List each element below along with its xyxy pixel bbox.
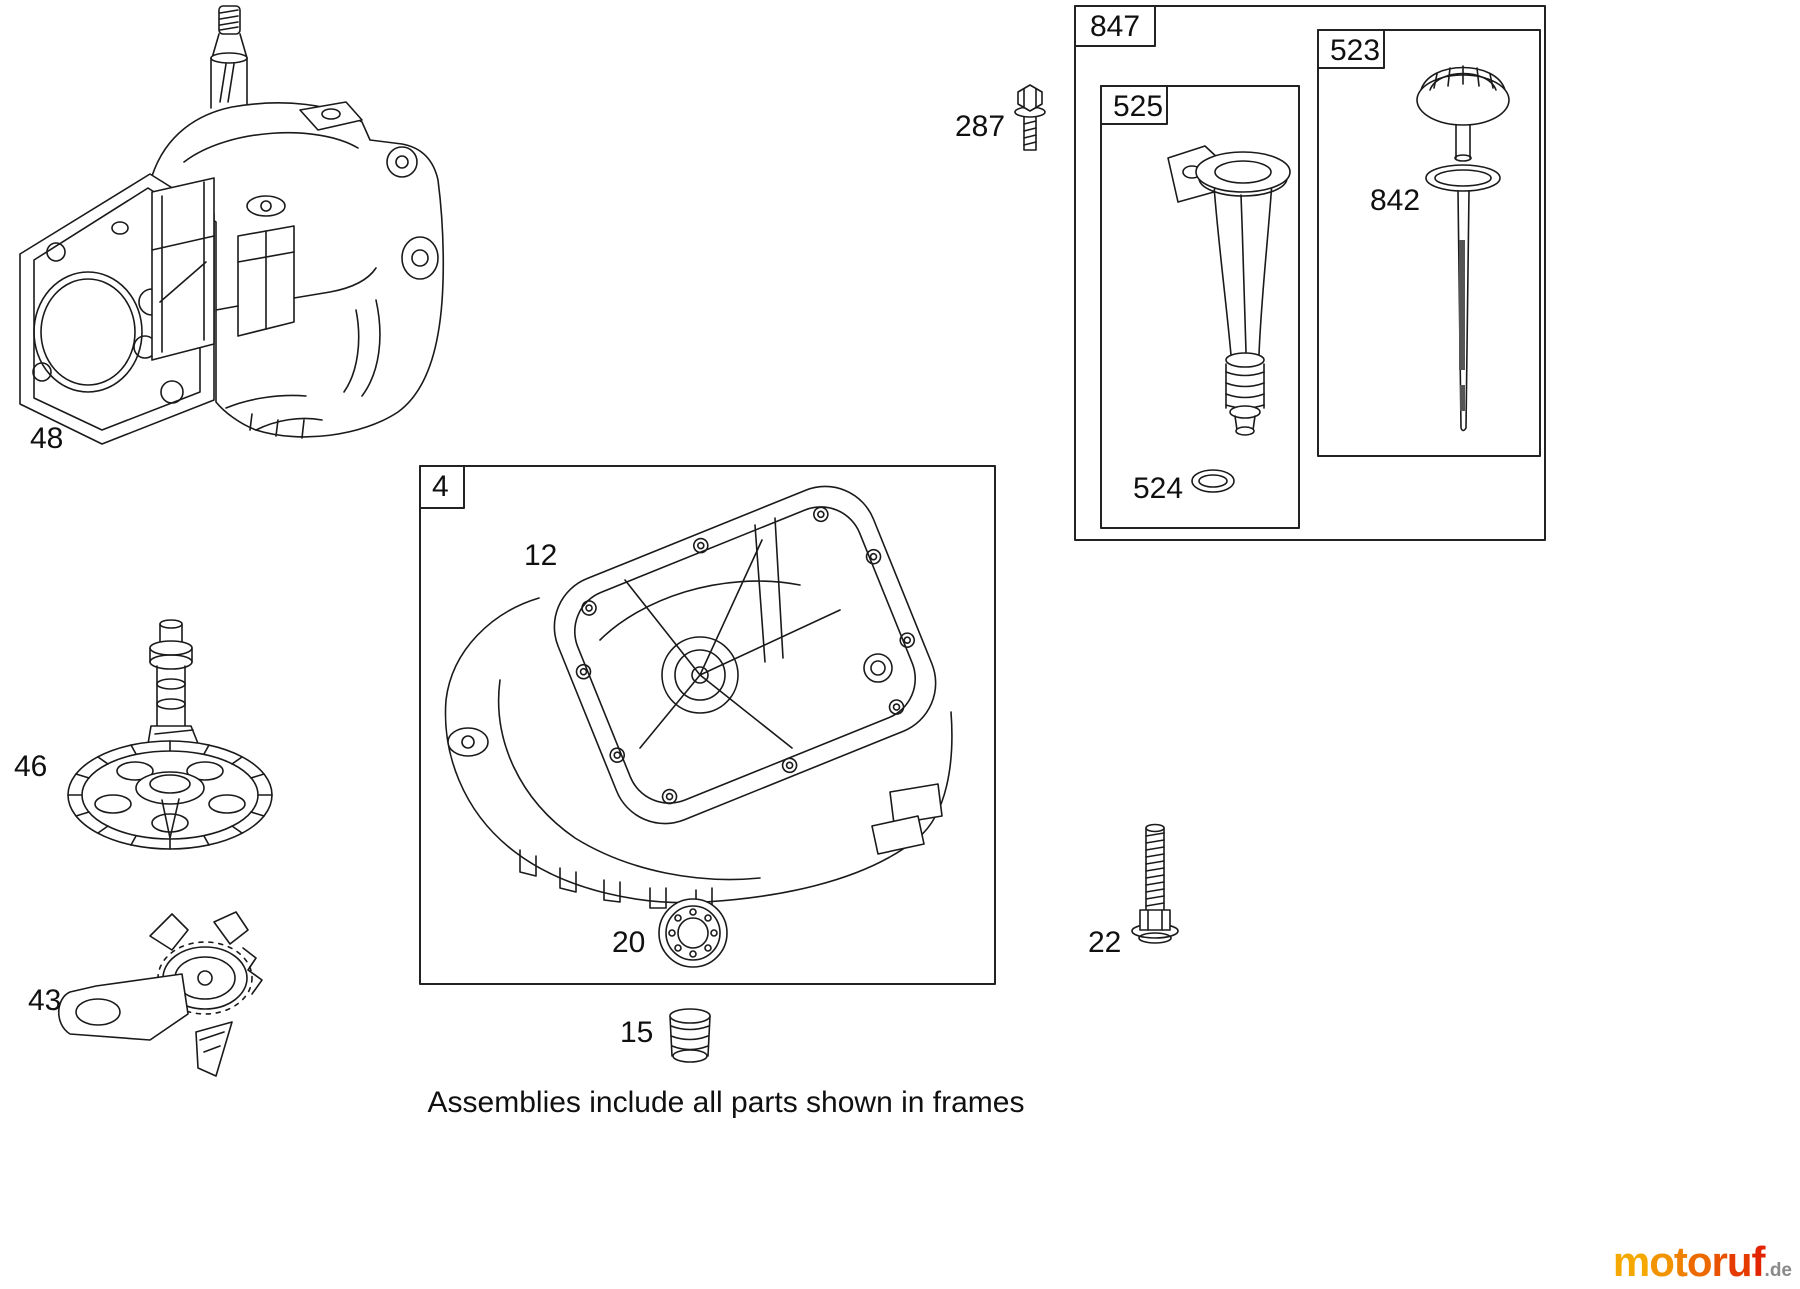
logo-letter: f [1751, 1238, 1766, 1285]
logo-letter: u [1726, 1238, 1753, 1285]
frame-4-border [419, 465, 996, 985]
frame-label-523: 523 [1330, 34, 1381, 67]
motoruf-logo: motoruf.de [1613, 1241, 1792, 1283]
crankcase-assembly-drawing [19, 5, 445, 445]
frame-847-border [1074, 5, 1546, 541]
part-label-842: 842 [1370, 184, 1421, 217]
logo-letter: m [1612, 1238, 1650, 1285]
dipstick-drawing [1416, 65, 1510, 432]
camshaft-drawing [67, 619, 273, 850]
part-label-43: 43 [28, 984, 62, 1017]
frame-523-border [1317, 29, 1541, 457]
part-label-20: 20 [612, 926, 646, 959]
oil-sump-drawing [444, 485, 953, 909]
logo-letter: t [1673, 1238, 1688, 1285]
logo-letter: r [1711, 1238, 1728, 1285]
part-label-12: 12 [524, 539, 558, 572]
governor-brake-drawing [57, 911, 263, 1077]
part-label-48: 48 [30, 422, 64, 455]
part-label-15: 15 [620, 1016, 654, 1049]
oil-seal-drawing [658, 898, 728, 968]
crankshaft [210, 5, 248, 109]
logo-letter: o [1649, 1238, 1675, 1285]
oil-fill-tube-drawing [1167, 145, 1291, 436]
o-ring-524-drawing [1191, 469, 1235, 493]
frame-label-4: 4 [432, 470, 449, 503]
frame-525-border [1100, 85, 1300, 529]
logo-tld: .de [1764, 1260, 1792, 1281]
part-label-22: 22 [1088, 926, 1122, 959]
part-label-524: 524 [1133, 472, 1184, 505]
bolt-287-drawing [1014, 84, 1046, 151]
logo-letter: o [1686, 1238, 1713, 1285]
assemblies-note: Assemblies include all parts shown in fr… [427, 1086, 1025, 1119]
part-label-287: 287 [955, 110, 1006, 143]
part-label-46: 46 [14, 750, 48, 783]
frame-label-525: 525 [1113, 90, 1164, 123]
oil-drain-plug-drawing [669, 1008, 711, 1063]
bolt-22-drawing [1131, 823, 1179, 944]
frame-label-847: 847 [1090, 10, 1141, 43]
